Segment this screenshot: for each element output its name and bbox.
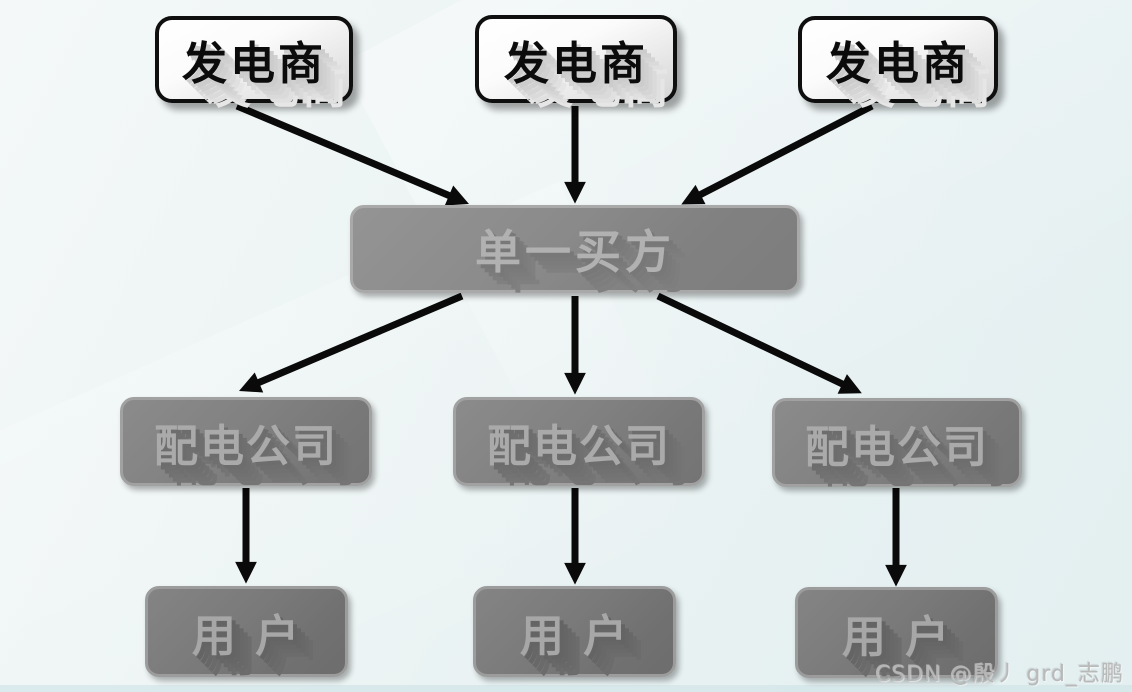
node-distribution-3: 配电公司 — [772, 398, 1022, 487]
node-distribution-2-label: 配电公司 — [487, 420, 671, 472]
node-generator-2-label: 发电商 — [503, 36, 648, 90]
node-distribution-3-label: 配电公司 — [805, 421, 989, 473]
node-user-3-label: 用 户 — [841, 611, 952, 663]
node-generator-3-label: 发电商 — [825, 37, 970, 90]
node-generator-1-label: 发电商 — [181, 37, 326, 90]
node-generator-2: 发电商 — [475, 15, 677, 103]
arrow-single-buyer-to-distribution-1 — [239, 292, 464, 393]
node-user-1: 用 户 — [145, 586, 348, 677]
node-generator-3: 发电商 — [798, 16, 998, 103]
arrow-generator-3-to-single-buyer — [681, 102, 874, 205]
node-single-buyer-label: 单一买方 — [475, 225, 675, 279]
node-distribution-2: 配电公司 — [453, 397, 705, 486]
csdn-watermark: CSDN @殷丿 grd_志鹏 — [874, 662, 1124, 687]
arrow-single-buyer-to-distribution-3 — [656, 292, 862, 394]
node-user-3: 用 户 — [795, 587, 998, 678]
node-single-buyer: 单一买方 — [350, 205, 800, 293]
node-user-1-label: 用 户 — [191, 610, 302, 662]
node-user-2-label: 用 户 — [519, 610, 630, 662]
node-generator-1: 发电商 — [155, 16, 353, 103]
node-user-2: 用 户 — [473, 586, 676, 677]
node-distribution-1: 配电公司 — [120, 397, 372, 486]
node-distribution-1-label: 配电公司 — [154, 420, 338, 472]
arrow-generator-1-to-single-buyer — [235, 102, 469, 206]
